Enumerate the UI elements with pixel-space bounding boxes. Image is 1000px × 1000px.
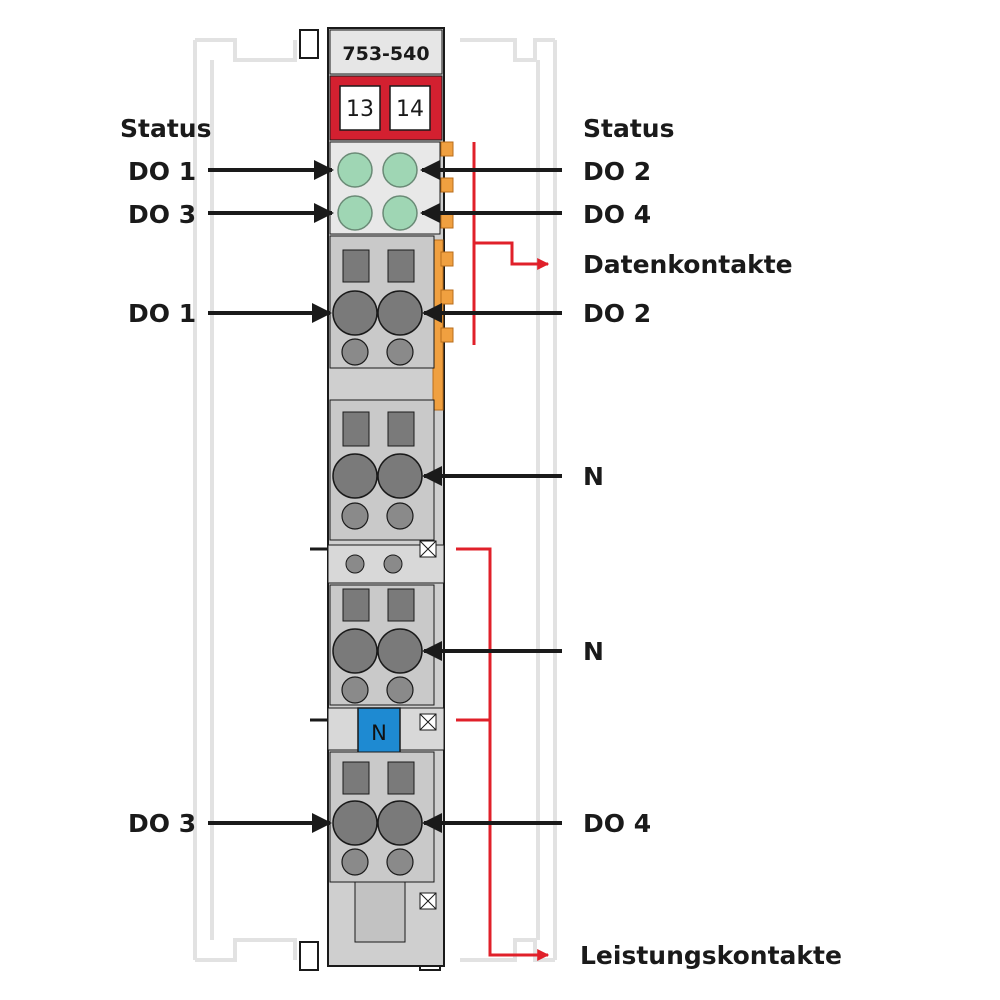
marker-14-box: [389, 85, 431, 131]
conn-do1-label: DO 1: [128, 299, 196, 328]
part-number: 753-540: [342, 43, 429, 65]
separator-1: [310, 540, 445, 584]
power-contacts-label: Leistungskontakte: [580, 941, 842, 970]
marker-13-box: [339, 85, 381, 131]
data-contacts-label: Datenkontakte: [583, 250, 793, 279]
led-do2-icon: [382, 152, 418, 188]
terminal-block-2: [329, 399, 435, 541]
pointer-arrows: [208, 160, 562, 833]
led-do2-label: DO 2: [583, 157, 651, 186]
n-lower-label: N: [583, 637, 604, 666]
led-do4-icon: [382, 195, 418, 231]
led-do1-label: DO 1: [128, 157, 196, 186]
n-marker: N: [371, 721, 387, 745]
n-upper-label: N: [583, 462, 604, 491]
conn-do2-label: DO 2: [583, 299, 651, 328]
led-do3-icon: [337, 195, 373, 231]
led-do1-icon: [337, 152, 373, 188]
led-do3-label: DO 3: [128, 200, 196, 229]
marker-14: 14: [396, 97, 424, 122]
terminal-block-1: [329, 235, 435, 369]
conn-do3-label: DO 3: [128, 809, 196, 838]
part-number-plate: [329, 29, 443, 75]
status-right-label: Status: [583, 114, 674, 143]
din-rail-outline: [193, 38, 557, 962]
status-left-label: Status: [120, 114, 211, 143]
conn-do4-label: DO 4: [583, 809, 651, 838]
led-do4-label: DO 4: [583, 200, 651, 229]
marker-13: 13: [346, 97, 374, 122]
terminal-block-3: [329, 584, 435, 706]
n-marker-box: [357, 707, 401, 755]
bottom-latch: [354, 881, 437, 943]
terminal-block-4: [329, 751, 435, 883]
power-contacts-callout: [456, 547, 550, 961]
